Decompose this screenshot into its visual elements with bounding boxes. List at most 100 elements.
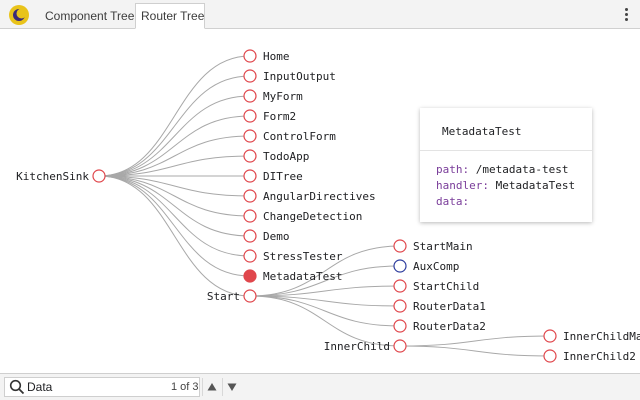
search-icon xyxy=(9,379,25,395)
tree-link xyxy=(98,75,251,177)
tree-node-label[interactable]: Home xyxy=(263,50,290,63)
more-vert-icon[interactable] xyxy=(622,6,630,24)
tree-node-start-child[interactable]: StartChild xyxy=(393,279,479,293)
tree-node-kitchen-sink[interactable]: KitchenSink xyxy=(16,169,106,183)
tree-node-circle[interactable] xyxy=(243,149,257,163)
tree-node-circle[interactable] xyxy=(243,229,257,243)
route-data-key: data: xyxy=(436,195,470,208)
tree-node-label[interactable]: KitchenSink xyxy=(16,170,89,183)
tree-node-circle[interactable] xyxy=(92,169,106,183)
route-info-card: MetadataTest path: /metadata-test handle… xyxy=(420,108,592,222)
tree-node-aux-comp[interactable]: AuxComp xyxy=(393,259,459,273)
search-match-count: 1 of 3 xyxy=(171,381,199,393)
tree-node-label[interactable]: StartMain xyxy=(413,240,473,253)
tree-node-metadata-test[interactable]: MetadataTest xyxy=(243,269,342,283)
tree-node-form2[interactable]: Form2 xyxy=(243,109,296,123)
tree-node-circle[interactable] xyxy=(243,49,257,63)
tree-node-circle[interactable] xyxy=(243,189,257,203)
next-match-button[interactable] xyxy=(222,378,241,396)
tree-node-circle[interactable] xyxy=(243,269,257,283)
tree-node-label[interactable]: TodoApp xyxy=(263,150,309,163)
tree-node-label[interactable]: InnerChild xyxy=(324,340,390,353)
route-path-row: path: /metadata-test xyxy=(436,163,568,176)
card-divider xyxy=(420,150,592,151)
tree-node-circle[interactable] xyxy=(243,209,257,223)
tree-node-label[interactable]: Demo xyxy=(263,230,290,243)
tree-link xyxy=(98,175,251,257)
tree-node-control-form[interactable]: ControlForm xyxy=(243,129,336,143)
search-input[interactable] xyxy=(27,379,157,395)
tree-link xyxy=(249,285,401,297)
tree-node-angular-directives[interactable]: AngularDirectives xyxy=(243,189,376,203)
tree-link xyxy=(249,295,401,347)
tree-node-circle[interactable] xyxy=(393,299,407,313)
tree-node-label[interactable]: MetadataTest xyxy=(263,270,342,283)
tree-node-label[interactable]: ControlForm xyxy=(263,130,336,143)
tree-node-label[interactable]: RouterData2 xyxy=(413,320,486,333)
tree-node-circle[interactable] xyxy=(243,129,257,143)
tree-node-circle[interactable] xyxy=(243,89,257,103)
tree-link xyxy=(98,115,251,177)
tree-node-circle[interactable] xyxy=(543,329,557,343)
tree-node-inner-child[interactable]: InnerChild xyxy=(324,339,407,353)
tree-node-circle[interactable] xyxy=(393,319,407,333)
tree-node-inner-child2[interactable]: InnerChild2 xyxy=(543,349,636,363)
tree-node-circle[interactable] xyxy=(393,339,407,353)
tree-node-circle[interactable] xyxy=(243,289,257,303)
tree-node-router-data1[interactable]: RouterData1 xyxy=(393,299,486,313)
tree-node-ditree[interactable]: DITree xyxy=(243,169,303,183)
tree-node-circle[interactable] xyxy=(543,349,557,363)
tree-node-label[interactable]: Start xyxy=(207,290,240,303)
tree-node-label[interactable]: StartChild xyxy=(413,280,479,293)
devtools-toolbar: Component Tree Router Tree xyxy=(0,0,640,29)
tree-link xyxy=(249,295,401,327)
tree-link xyxy=(98,155,251,177)
tree-node-label[interactable]: ChangeDetection xyxy=(263,210,362,223)
route-info-title: MetadataTest xyxy=(442,125,522,138)
tree-node-start-main[interactable]: StartMain xyxy=(393,239,473,253)
tree-node-label[interactable]: AngularDirectives xyxy=(263,190,376,203)
route-handler-value: MetadataTest xyxy=(495,179,576,192)
tree-node-home[interactable]: Home xyxy=(243,49,290,63)
route-path-key: path: xyxy=(436,163,470,176)
tree-node-circle[interactable] xyxy=(243,249,257,263)
tree-node-start[interactable]: Start xyxy=(207,289,257,303)
route-path-value: /metadata-test xyxy=(475,163,569,176)
tree-link xyxy=(98,135,251,177)
tree-link xyxy=(249,265,401,297)
angular-augury-logo-icon xyxy=(9,5,29,25)
arrow-up-icon xyxy=(207,383,217,391)
tree-node-label[interactable]: RouterData1 xyxy=(413,300,486,313)
tree-node-circle[interactable] xyxy=(243,69,257,83)
previous-match-button[interactable] xyxy=(202,378,221,396)
tree-node-circle[interactable] xyxy=(243,109,257,123)
tree-node-circle[interactable] xyxy=(393,279,407,293)
tree-node-demo[interactable]: Demo xyxy=(243,229,290,243)
tree-node-todo-app[interactable]: TodoApp xyxy=(243,149,309,163)
tree-node-input-output[interactable]: InputOutput xyxy=(243,69,336,83)
tree-node-label[interactable]: InnerChildMa xyxy=(563,330,640,343)
tree-node-circle[interactable] xyxy=(393,239,407,253)
tab-component-tree[interactable]: Component Tree xyxy=(45,9,135,23)
tree-node-label[interactable]: StressTester xyxy=(263,250,343,263)
tree-node-inner-child-ma[interactable]: InnerChildMa xyxy=(543,329,640,343)
tree-node-change-detection[interactable]: ChangeDetection xyxy=(243,209,362,223)
tree-node-label[interactable]: InnerChild2 xyxy=(563,350,636,363)
tree-node-circle[interactable] xyxy=(393,259,407,273)
tree-node-stress-tester[interactable]: StressTester xyxy=(243,249,343,263)
tree-node-label[interactable]: InputOutput xyxy=(263,70,336,83)
tree-node-circle[interactable] xyxy=(243,169,257,183)
router-tree-graph: KitchenSink HomeInputOutputMyFormForm2Con… xyxy=(16,49,640,363)
tree-node-label[interactable]: Form2 xyxy=(263,110,296,123)
tree-node-label[interactable]: MyForm xyxy=(263,90,303,103)
tree-node-label[interactable]: DITree xyxy=(263,170,303,183)
tree-link xyxy=(98,175,251,237)
tree-node-router-data2[interactable]: RouterData2 xyxy=(393,319,486,333)
tree-link xyxy=(249,295,401,307)
tab-router-tree[interactable]: Router Tree xyxy=(135,3,205,29)
tree-node-label[interactable]: AuxComp xyxy=(413,260,459,273)
route-handler-key: handler: xyxy=(436,179,489,192)
search-box: 1 of 3 xyxy=(4,377,200,397)
tree-node-my-form[interactable]: MyForm xyxy=(243,89,303,103)
route-handler-row: handler: MetadataTest xyxy=(436,179,575,192)
